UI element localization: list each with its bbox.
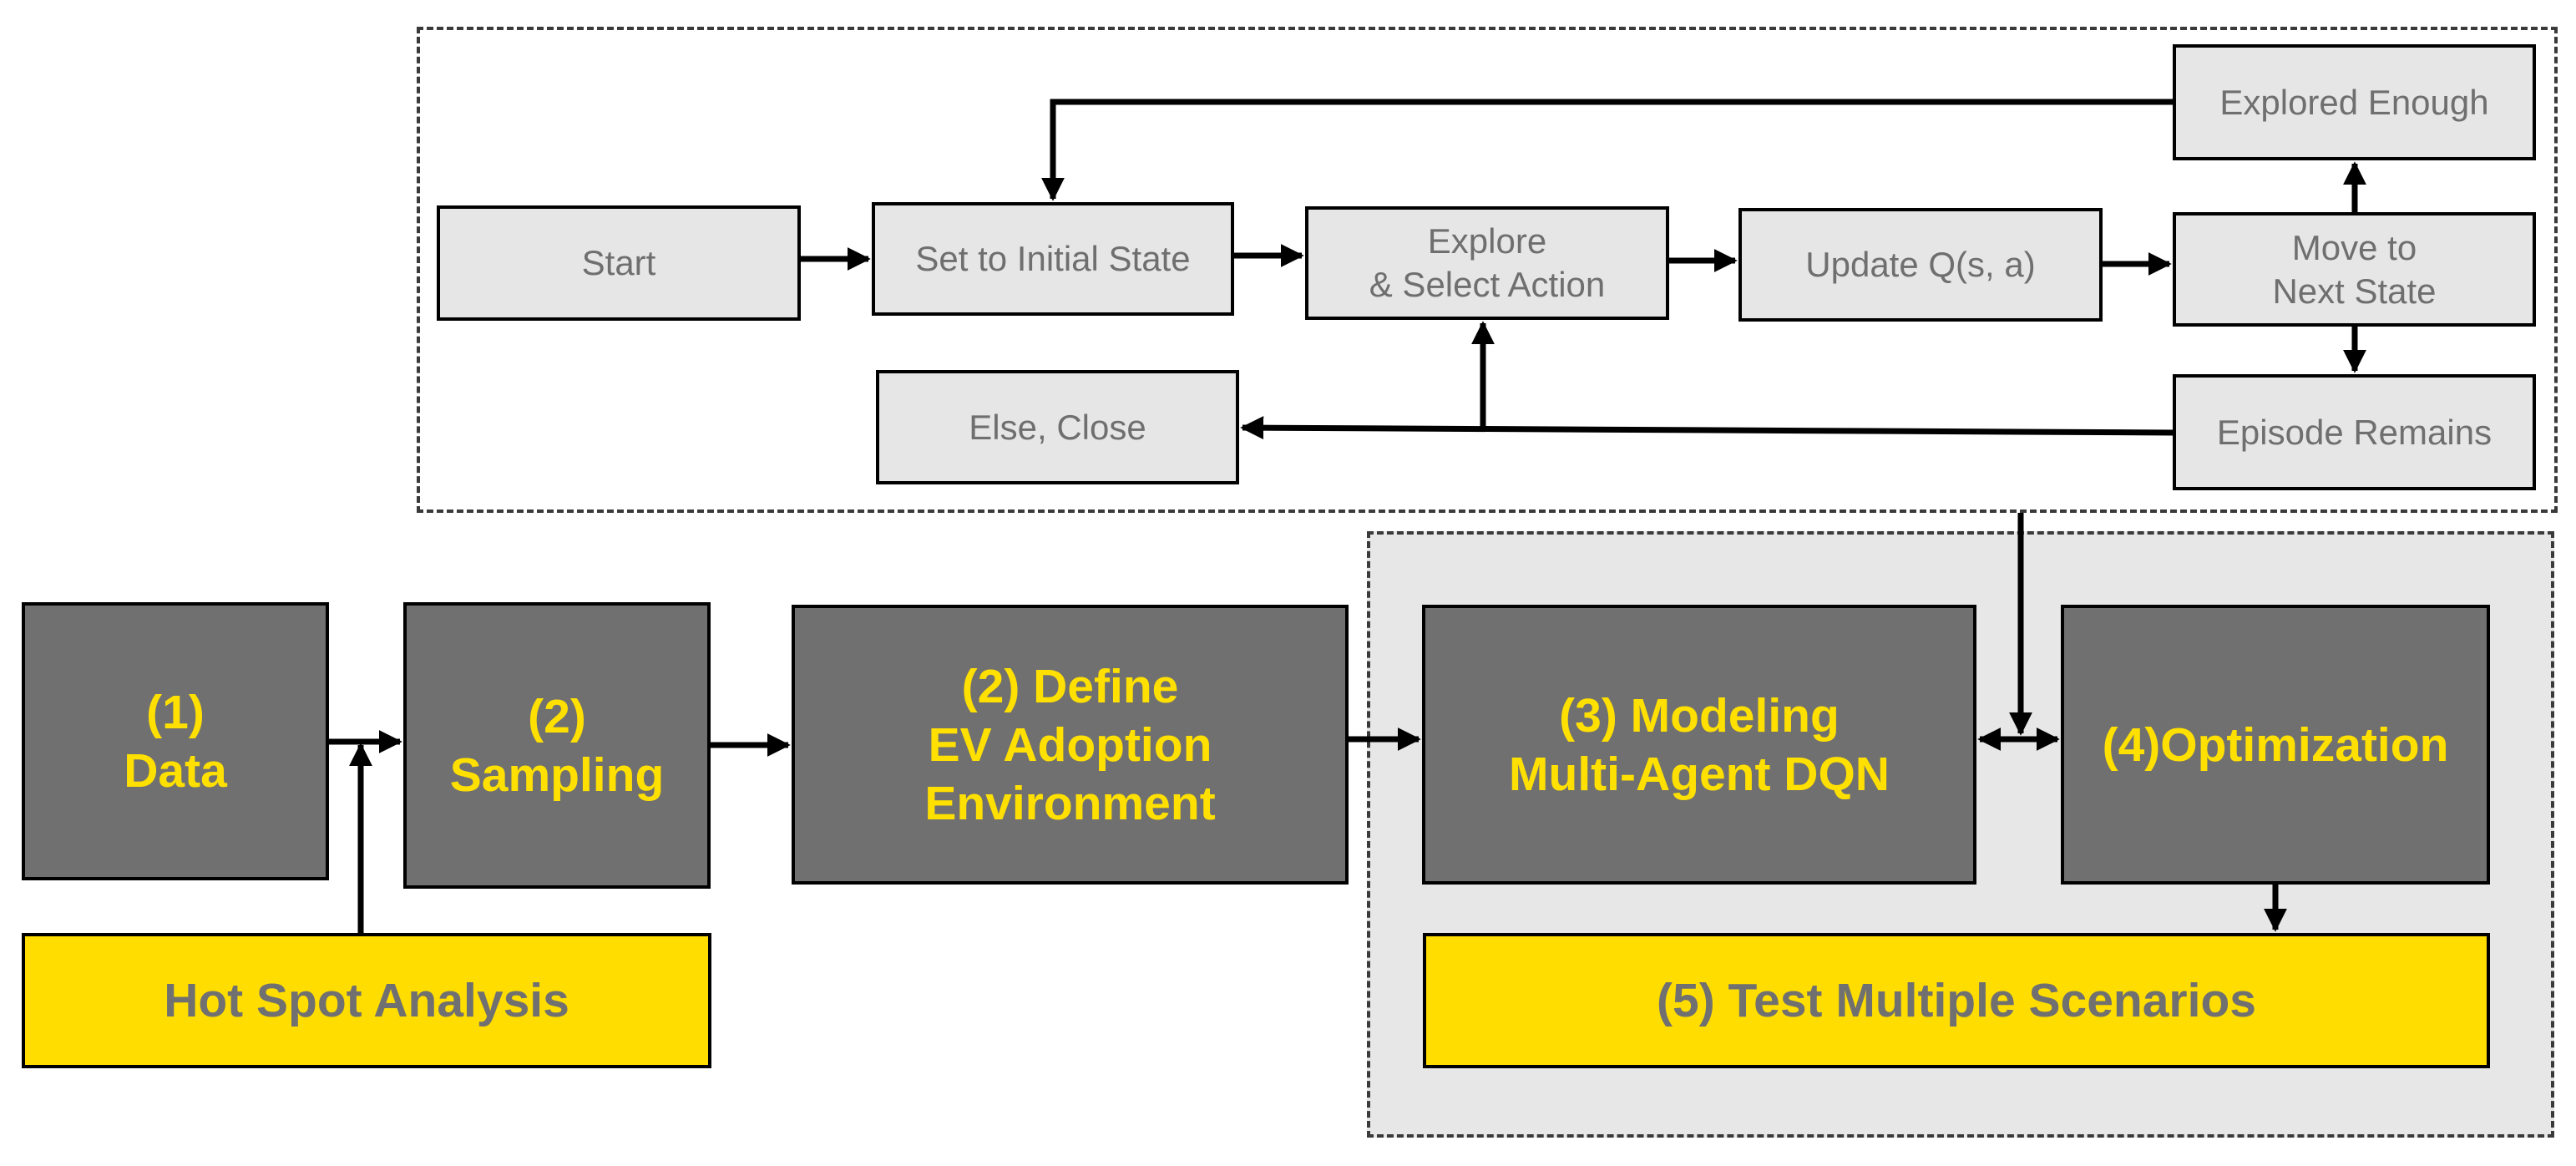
hot-spot-analysis-step: Hot Spot Analysis xyxy=(22,933,711,1068)
explore-select-action-node: Explore & Select Action xyxy=(1305,206,1669,320)
data-step: (1) Data xyxy=(22,602,329,880)
optimization-step: (4)Optimization xyxy=(2061,605,2490,885)
modeling-step: (3) Modeling Multi-Agent DQN xyxy=(1422,605,1976,885)
arrow-explored-to-initial xyxy=(1041,99,2173,201)
arrow-episode-to-else xyxy=(1240,416,2174,440)
else-close-node: Else, Close xyxy=(876,370,1239,484)
set-initial-state-node: Set to Initial State xyxy=(872,202,1234,316)
episode-remains-node: Episode Remains xyxy=(2173,374,2536,490)
move-next-state-node: Move to Next State xyxy=(2173,212,2536,327)
start-node: Start xyxy=(437,205,801,321)
sampling-step: (2) Sampling xyxy=(403,602,711,889)
update-q-node: Update Q(s, a) xyxy=(1738,208,2103,322)
q-learning-loop-group xyxy=(417,27,2558,513)
explored-enough-node: Explored Enough xyxy=(2173,44,2536,160)
define-environment-step: (2) Define EV Adoption Environment xyxy=(792,605,1349,885)
test-scenarios-step: (5) Test Multiple Scenarios xyxy=(1423,933,2490,1068)
